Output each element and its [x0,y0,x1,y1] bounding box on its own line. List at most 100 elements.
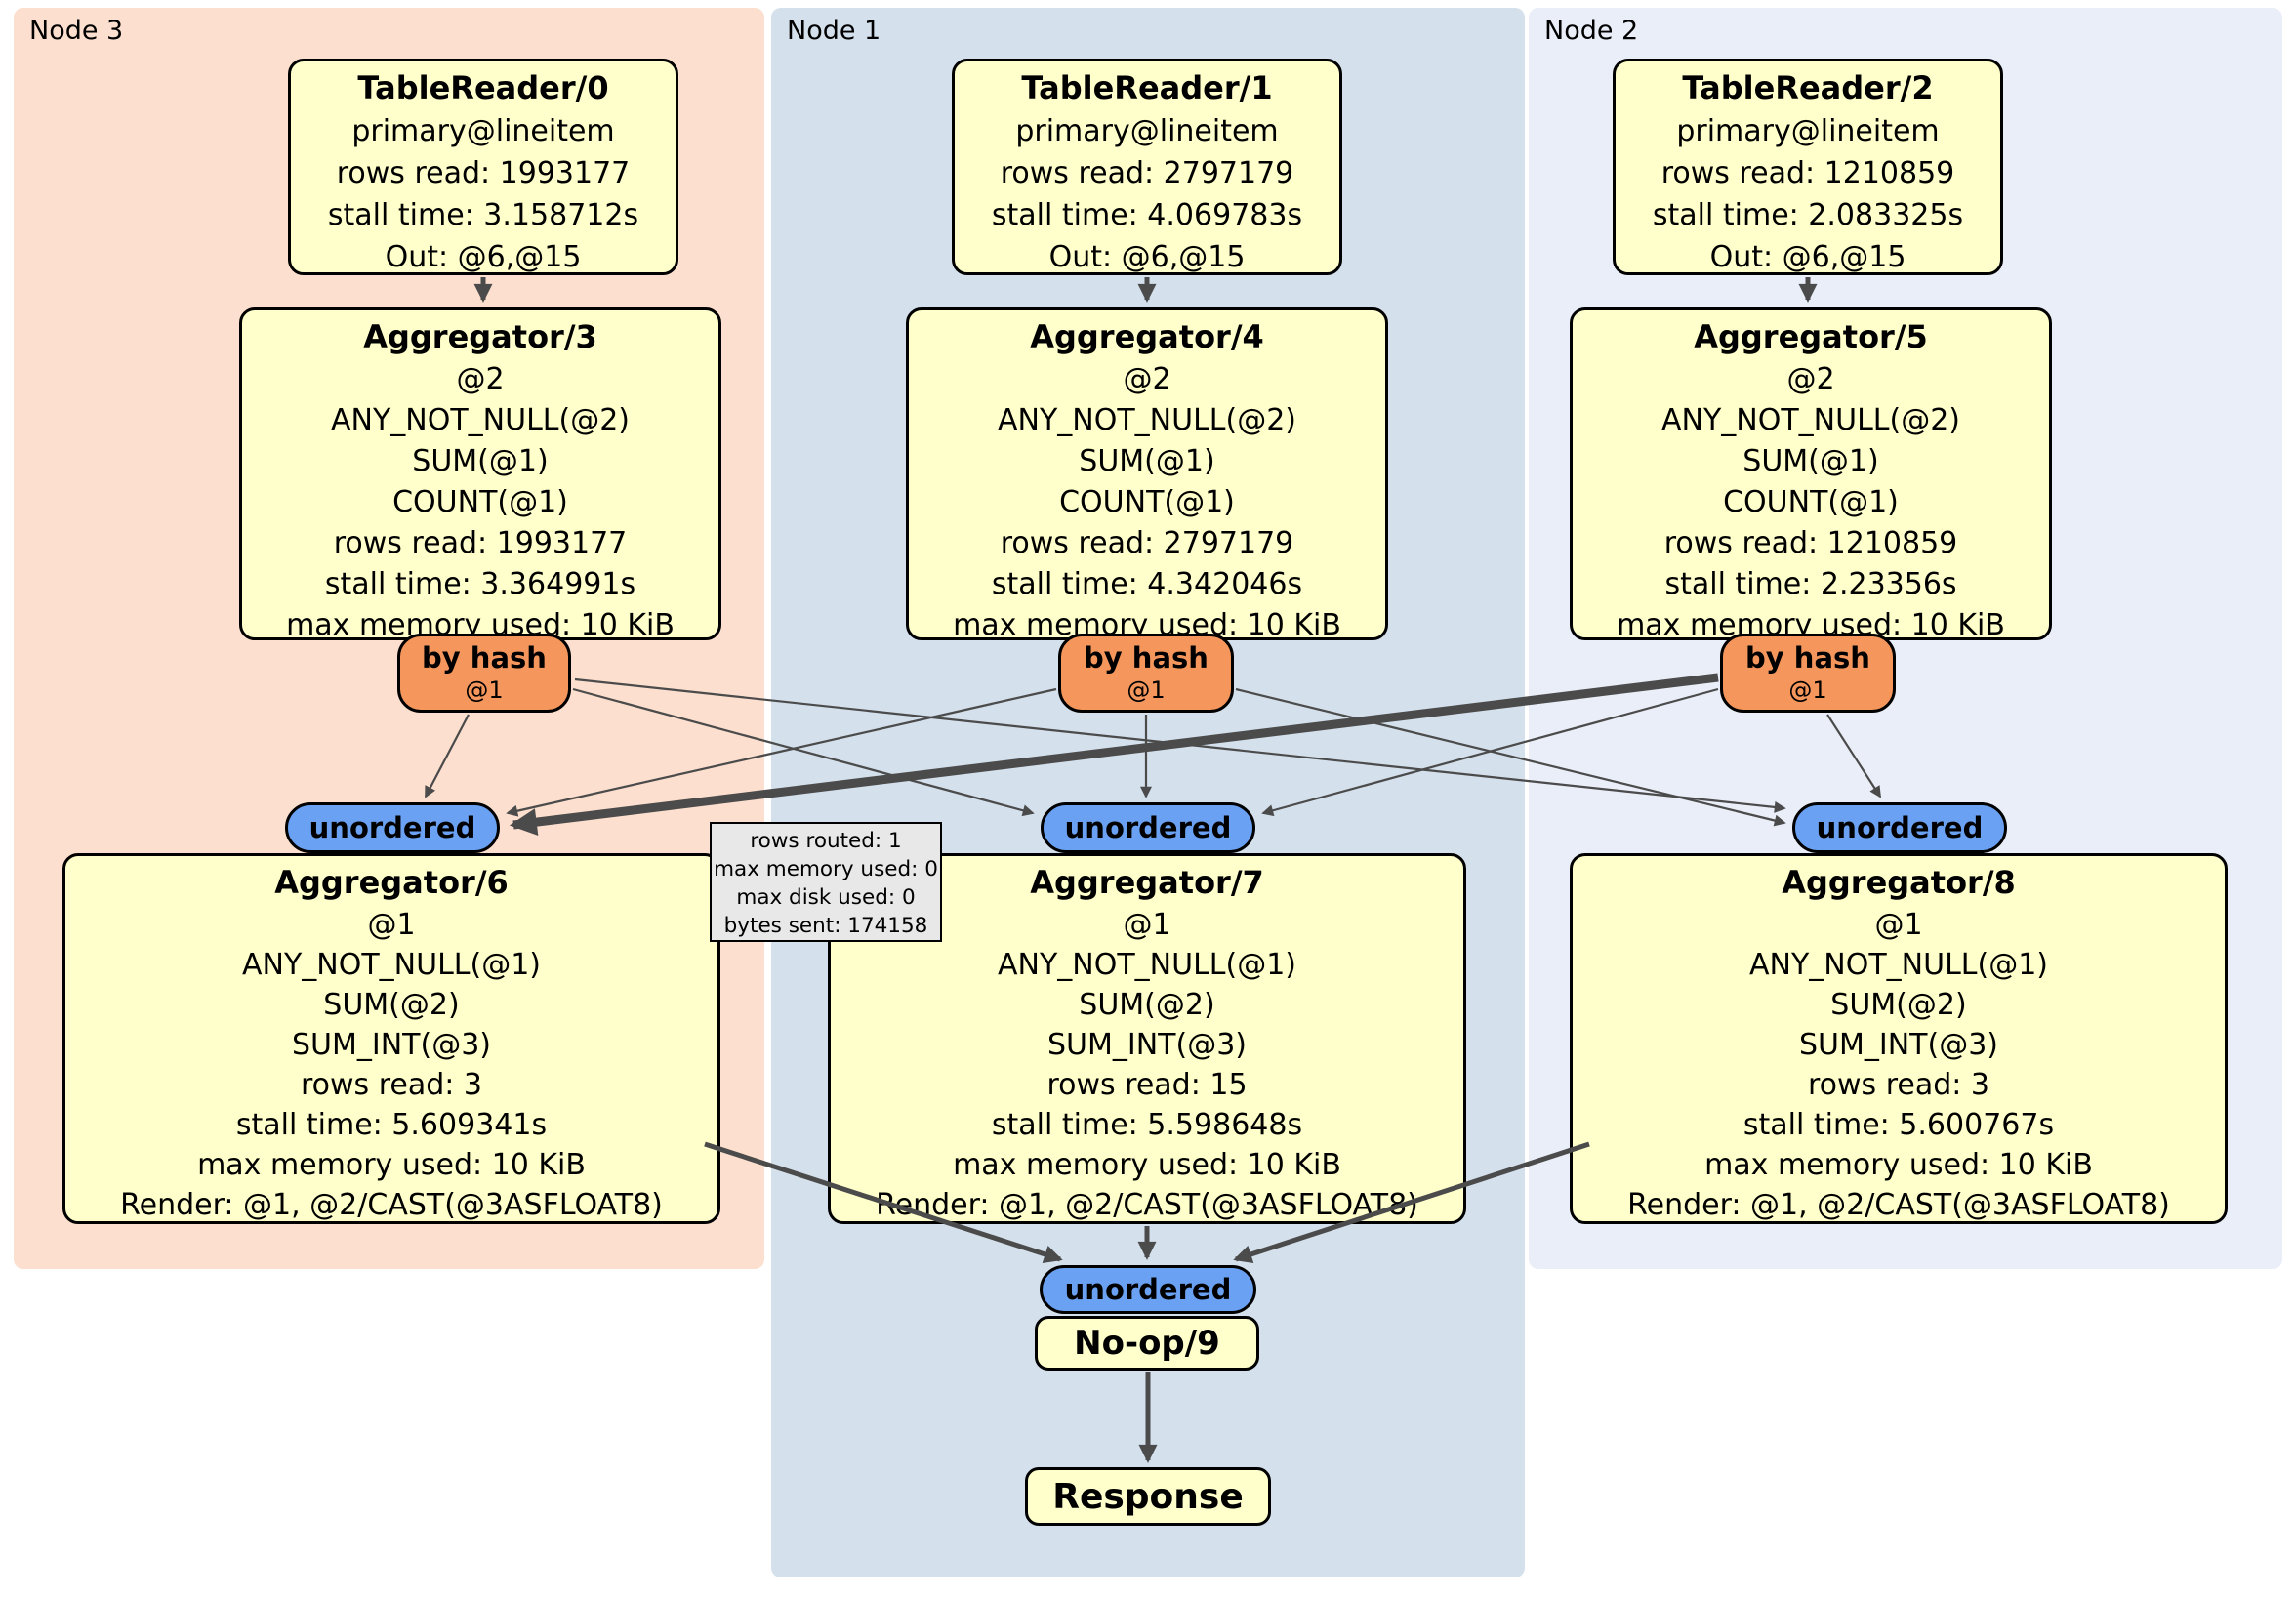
box-line: stall time: 2.23356s [1664,567,1957,601]
box-line: max memory used: 10 KiB [197,1148,586,1182]
box-line: @1 [1874,908,1923,942]
box-line: COUNT(@1) [1059,485,1235,519]
box-line: @1 [367,908,416,942]
noop-9-operator[interactable]: No-op/9 [1035,1316,1259,1371]
box-title: Aggregator/6 [274,864,509,901]
box-line: Render: @1, @2/CAST(@3ASFLOAT8) [876,1188,1418,1222]
sync-label: unordered [1064,811,1232,844]
box-line: primary@lineitem [1015,114,1279,148]
aggregator-6-operator[interactable]: Aggregator/6 @1 ANY_NOT_NULL(@1) SUM(@2)… [62,853,720,1224]
box-title: Aggregator/4 [1030,318,1264,355]
box-line: SUM_INT(@3) [292,1028,491,1062]
aggregator-5-operator[interactable]: Aggregator/5 @2 ANY_NOT_NULL(@2) SUM(@1)… [1570,307,2052,642]
box-line: SUM(@2) [323,988,460,1022]
box-line: SUM(@1) [412,444,549,478]
box-title: TableReader/2 [1682,69,1934,106]
router-label: by hash [1745,641,1870,675]
sync-label: unordered [308,811,476,844]
box-line: ANY_NOT_NULL(@1) [1749,948,2048,982]
box-line: SUM(@2) [1079,988,1215,1022]
box-line: rows read: 1993177 [336,156,631,190]
box-line: SUM_INT(@3) [1047,1028,1247,1062]
aggregator-8-operator[interactable]: Aggregator/8 @1 ANY_NOT_NULL(@1) SUM(@2)… [1570,853,2228,1224]
box-line: Out: @6,@15 [385,240,582,274]
response-operator[interactable]: Response [1025,1467,1271,1526]
box-line: Render: @1, @2/CAST(@3ASFLOAT8) [1627,1188,2170,1222]
box-line: Render: @1, @2/CAST(@3ASFLOAT8) [120,1188,663,1222]
unordered-sync-node3[interactable]: unordered [285,802,500,853]
box-title: TableReader/0 [357,69,609,106]
box-title: TableReader/1 [1021,69,1273,106]
router-key: @1 [465,676,504,704]
hash-router-node2[interactable]: by hash @1 [1720,634,1896,713]
box-line: primary@lineitem [351,114,615,148]
router-label: by hash [422,641,547,675]
box-line: COUNT(@1) [1723,485,1899,519]
box-line: stall time: 3.364991s [324,567,636,601]
sync-label: unordered [1064,1273,1232,1306]
tooltip-line: rows routed: 1 [750,829,902,853]
box-line: rows read: 3 [1807,1068,1990,1102]
box-line: ANY_NOT_NULL(@2) [998,403,1296,437]
tooltip-line: bytes sent: 174158 [723,914,928,938]
tooltip-line: max memory used: 0 [714,857,938,881]
sync-label: unordered [1816,811,1984,844]
tablereader-0-operator[interactable]: TableReader/0 primary@lineitem rows read… [288,59,678,275]
box-line: stall time: 4.069783s [991,198,1303,232]
box-line: stall time: 2.083325s [1652,198,1964,232]
box-line: ANY_NOT_NULL(@2) [331,403,630,437]
unordered-sync-node1[interactable]: unordered [1041,802,1255,853]
box-line: max memory used: 10 KiB [953,1148,1341,1182]
box-line: SUM_INT(@3) [1799,1028,1998,1062]
hash-router-node1[interactable]: by hash @1 [1058,634,1234,713]
tablereader-1-operator[interactable]: TableReader/1 primary@lineitem rows read… [952,59,1342,275]
router-label: by hash [1084,641,1209,675]
edge-tooltip: rows routed: 1 max memory used: 0 max di… [710,822,942,942]
box-line: ANY_NOT_NULL(@2) [1661,403,1960,437]
tooltip-line: max disk used: 0 [736,885,916,910]
box-line: SUM(@2) [1830,988,1967,1022]
box-line: stall time: 4.342046s [991,567,1303,601]
box-line: @2 [456,362,505,396]
box-title: Response [1052,1476,1244,1517]
box-line: SUM(@1) [1079,444,1215,478]
box-line: rows read: 1993177 [333,526,628,560]
box-line: ANY_NOT_NULL(@1) [998,948,1296,982]
box-line: @1 [1123,908,1171,942]
box-line: primary@lineitem [1676,114,1940,148]
node1-label: Node 1 [787,16,882,46]
aggregator-3-operator[interactable]: Aggregator/3 @2 ANY_NOT_NULL(@2) SUM(@1)… [239,307,721,642]
node3-label: Node 3 [29,16,124,46]
router-key: @1 [1127,676,1166,704]
hash-router-node3[interactable]: by hash @1 [397,634,571,713]
unordered-sync-final[interactable]: unordered [1040,1265,1256,1314]
box-line: stall time: 3.158712s [327,198,639,232]
box-line: rows read: 1210859 [1663,526,1958,560]
box-line: stall time: 5.600767s [1742,1108,2055,1142]
box-title: Aggregator/3 [363,318,597,355]
box-title: No-op/9 [1074,1324,1220,1363]
box-line: rows read: 15 [1046,1068,1248,1102]
aggregator-4-operator[interactable]: Aggregator/4 @2 ANY_NOT_NULL(@2) SUM(@1)… [906,307,1388,642]
box-title: Aggregator/5 [1694,318,1928,355]
box-line: Out: @6,@15 [1048,240,1246,274]
box-line: rows read: 3 [300,1068,483,1102]
box-title: Aggregator/8 [1782,864,2016,901]
tablereader-2-operator[interactable]: TableReader/2 primary@lineitem rows read… [1613,59,2003,275]
node2-label: Node 2 [1544,16,1639,46]
box-line: rows read: 2797179 [1000,526,1294,560]
box-line: @2 [1123,362,1171,396]
box-line: max memory used: 10 KiB [1704,1148,2093,1182]
router-key: @1 [1788,676,1827,704]
box-line: stall time: 5.609341s [235,1108,548,1142]
box-line: SUM(@1) [1742,444,1879,478]
unordered-sync-node2[interactable]: unordered [1792,802,2007,853]
box-line: stall time: 5.598648s [991,1108,1303,1142]
box-line: ANY_NOT_NULL(@1) [242,948,541,982]
box-line: rows read: 1210859 [1660,156,1955,190]
box-line: COUNT(@1) [392,485,568,519]
box-line: @2 [1786,362,1835,396]
box-line: rows read: 2797179 [1000,156,1294,190]
box-line: Out: @6,@15 [1709,240,1906,274]
